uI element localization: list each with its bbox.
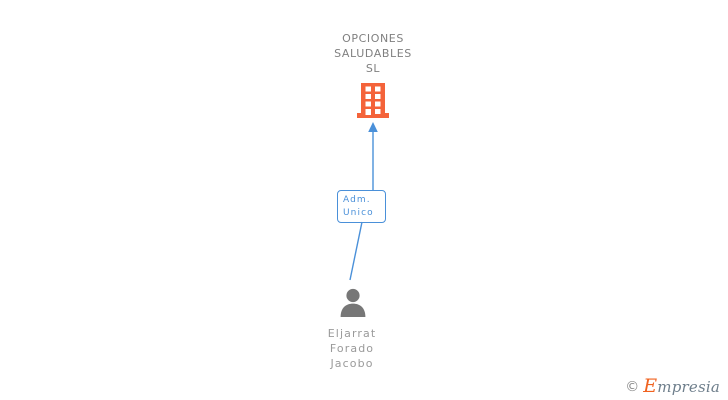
role-label-box[interactable]: Adm. Unico (337, 190, 386, 223)
person-node[interactable] (338, 287, 368, 317)
company-node[interactable] (355, 83, 391, 121)
person-name: Eljarrat Forado Jacobo (327, 327, 377, 370)
person-icon (340, 288, 366, 317)
edge-role-to-company (368, 122, 378, 194)
arrowhead-up-icon (368, 122, 378, 132)
building-icon (357, 83, 389, 118)
watermark: © Empresia (625, 375, 720, 397)
copyright-icon: © (625, 378, 640, 395)
edge-person-to-role (349, 221, 363, 281)
brand-logo: Empresia (643, 375, 720, 397)
brand-initial: E (643, 375, 658, 397)
brand-rest: mpresia (657, 378, 720, 396)
company-title: OPCIONES SALUDABLES SL (334, 32, 412, 75)
